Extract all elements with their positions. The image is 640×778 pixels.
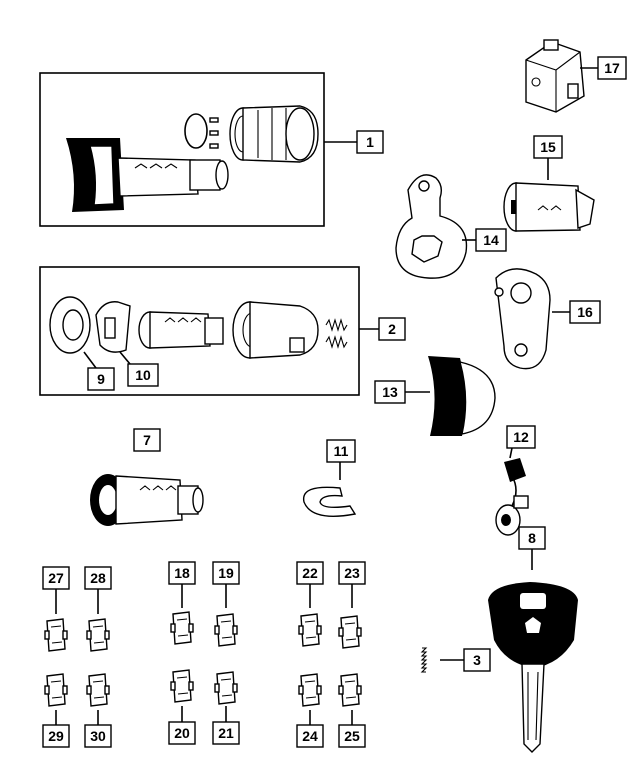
callout-9: 9: [87, 367, 115, 391]
tumbler-19: [214, 613, 238, 647]
part-door-lock-assembly: [49, 296, 348, 359]
part-connector-pigtail: [495, 458, 529, 536]
svg-text:28: 28: [90, 570, 106, 586]
svg-text:27: 27: [48, 570, 64, 586]
part-spring: [420, 647, 428, 673]
part-cylinder-7: [90, 474, 204, 526]
svg-text:10: 10: [135, 367, 151, 383]
svg-text:19: 19: [218, 565, 234, 581]
callout-21: 21: [212, 721, 240, 745]
svg-text:2: 2: [388, 321, 396, 337]
svg-text:30: 30: [90, 728, 106, 744]
part-lock-cylinder: [503, 182, 595, 232]
callout-29: 29: [42, 724, 70, 748]
svg-text:16: 16: [577, 304, 593, 320]
callout-15: 15: [533, 135, 563, 159]
callout-3: 3: [463, 648, 491, 672]
callout-16: 16: [569, 300, 601, 324]
leader-lines: [55, 67, 598, 725]
part-retaining-clip: [302, 486, 357, 517]
part-lever: [395, 174, 468, 279]
svg-text:8: 8: [528, 530, 536, 546]
callout-14: 14: [475, 228, 507, 252]
svg-text:18: 18: [174, 565, 190, 581]
group-frame-door-lock: [39, 266, 360, 396]
tumbler-30: [86, 673, 110, 707]
callout-28: 28: [84, 566, 112, 590]
part-cam-plate: [494, 268, 551, 370]
callout-12: 12: [506, 425, 536, 449]
part-key: [488, 582, 578, 753]
tumbler-18: [170, 611, 194, 645]
part-key-head: [428, 356, 496, 436]
svg-text:29: 29: [48, 728, 64, 744]
callout-1: 1: [356, 130, 384, 154]
tumbler-25: [338, 673, 362, 707]
part-switch-module: [525, 39, 585, 113]
part-ignition-lock: [66, 105, 319, 212]
callout-19: 19: [212, 561, 240, 585]
tumbler-29: [44, 673, 68, 707]
tumbler-20: [170, 669, 194, 703]
callout-22: 22: [296, 561, 324, 585]
group-frame-ignition: [39, 72, 325, 227]
tumbler-24: [298, 673, 322, 707]
svg-text:12: 12: [513, 429, 529, 445]
callout-24: 24: [296, 724, 324, 748]
svg-text:20: 20: [174, 725, 190, 741]
tumbler-set: [44, 611, 362, 707]
callout-10: 10: [127, 363, 159, 387]
svg-text:3: 3: [473, 652, 481, 668]
callout-7: 7: [133, 428, 161, 452]
svg-text:24: 24: [302, 728, 318, 744]
tumbler-22: [298, 613, 322, 647]
svg-text:13: 13: [382, 384, 398, 400]
callout-17: 17: [597, 56, 627, 80]
svg-text:11: 11: [334, 443, 349, 459]
svg-text:17: 17: [604, 60, 620, 76]
svg-text:14: 14: [483, 232, 499, 248]
svg-text:22: 22: [302, 565, 318, 581]
tumbler-23: [338, 615, 362, 649]
tumbler-21: [214, 671, 238, 705]
callout-2: 2: [378, 317, 406, 341]
svg-text:1: 1: [366, 134, 374, 150]
callout-8: 8: [518, 526, 546, 550]
svg-text:25: 25: [344, 728, 360, 744]
callout-20: 20: [168, 721, 196, 745]
svg-text:23: 23: [344, 565, 360, 581]
callout-11: 11: [326, 439, 356, 463]
tumbler-27: [44, 618, 68, 652]
svg-text:21: 21: [218, 725, 234, 741]
callout-27: 27: [42, 566, 70, 590]
callout-23: 23: [338, 561, 366, 585]
callout-13: 13: [374, 380, 406, 404]
callout-30: 30: [84, 724, 112, 748]
svg-text:15: 15: [540, 139, 556, 155]
svg-text:7: 7: [143, 432, 151, 448]
tumbler-28: [86, 618, 110, 652]
callout-18: 18: [168, 561, 196, 585]
svg-text:9: 9: [97, 371, 105, 387]
callout-25: 25: [338, 724, 366, 748]
